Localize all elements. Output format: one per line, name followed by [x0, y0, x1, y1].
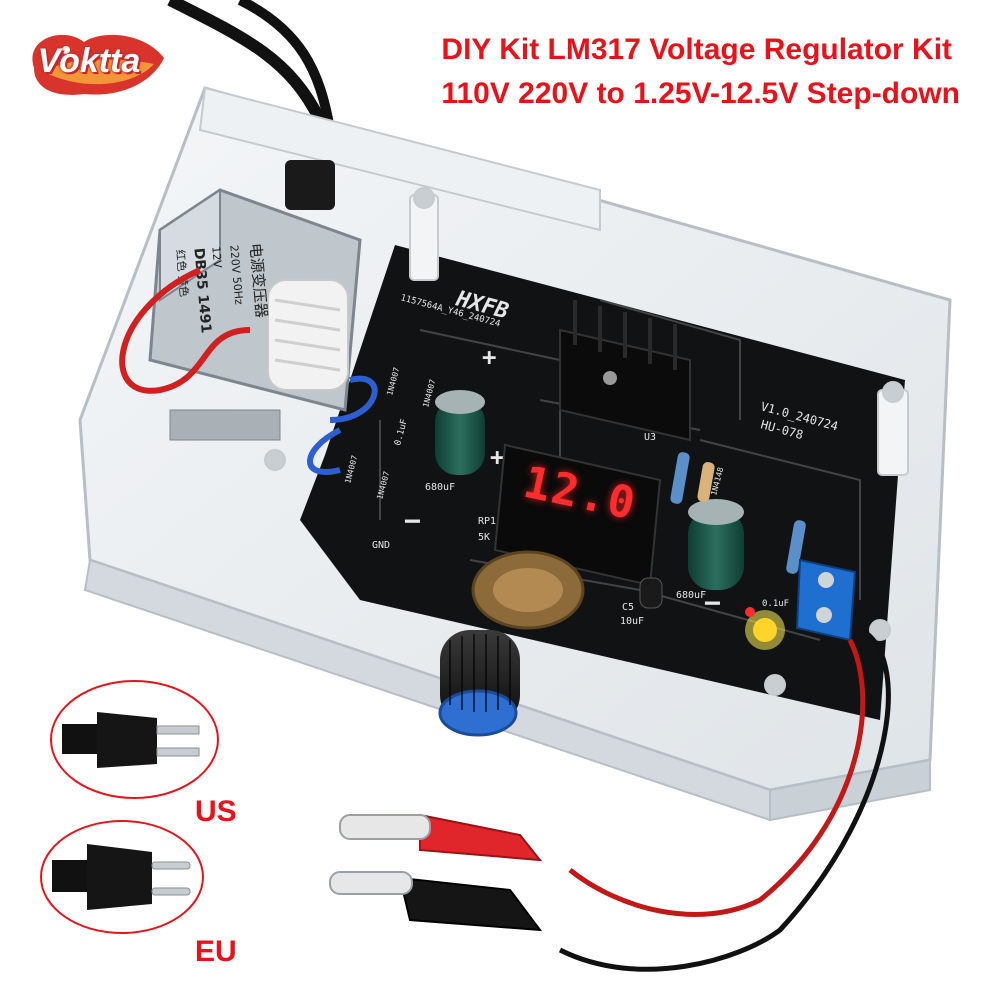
us-plug-label: US [195, 795, 237, 828]
pcb-cap-small-2: 0.1uF [762, 599, 789, 609]
transformer-line-5: 红色 黄色 [173, 249, 191, 298]
logo-fish-icon [32, 34, 164, 95]
capacitor-small [639, 577, 663, 609]
power-connector [285, 160, 335, 210]
title-line-1: DIY Kit LM317 Voltage Regulator Kit [441, 33, 953, 66]
pcb-minus-right: − [704, 586, 721, 619]
capacitor-right [688, 499, 744, 590]
us-plug-icon [62, 712, 200, 768]
resistors [670, 452, 806, 574]
logo-text: Voktta [37, 42, 141, 80]
heatsink [559, 300, 691, 442]
eu-plug-icon [52, 844, 191, 910]
transformer-line-3: 12V [209, 246, 224, 269]
standoffs [264, 187, 909, 696]
brand-logo: Voktta [4, 28, 174, 106]
pcb-c-left: 680uF [425, 482, 455, 493]
terminal-block [795, 558, 857, 642]
led-indicator [745, 607, 785, 650]
capacitor-left [435, 390, 485, 475]
potentiometer [471, 550, 585, 630]
pcb-rp1: RP1 [478, 516, 496, 527]
pcb-plus-left: + [482, 343, 496, 371]
product-title: DIY Kit LM317 Voltage Regulator Kit 110V… [441, 28, 960, 116]
pcb-c5-value: 10uF [620, 616, 644, 627]
knob[interactable] [438, 630, 520, 737]
clip-black [329, 871, 543, 932]
eu-plug-circle [40, 820, 204, 934]
eu-plug-label: EU [195, 935, 237, 968]
pcb-gnd: GND [372, 540, 390, 551]
clip-red [339, 813, 543, 862]
pcb-c5: C5 [622, 602, 634, 613]
pcb-minus-left: − [404, 504, 421, 537]
title-line-2: 110V 220V to 1.25V-12.5V Step-down [441, 77, 960, 110]
pcb-plus-mid: + [490, 443, 504, 471]
pcb-u3: U3 [644, 432, 656, 443]
us-plug-circle [50, 680, 219, 799]
transformer-line-2: 220V 50Hz [227, 244, 245, 305]
pcb-c-right: 680uF [676, 590, 706, 601]
pcb-rp1-value: 5K [478, 532, 490, 543]
